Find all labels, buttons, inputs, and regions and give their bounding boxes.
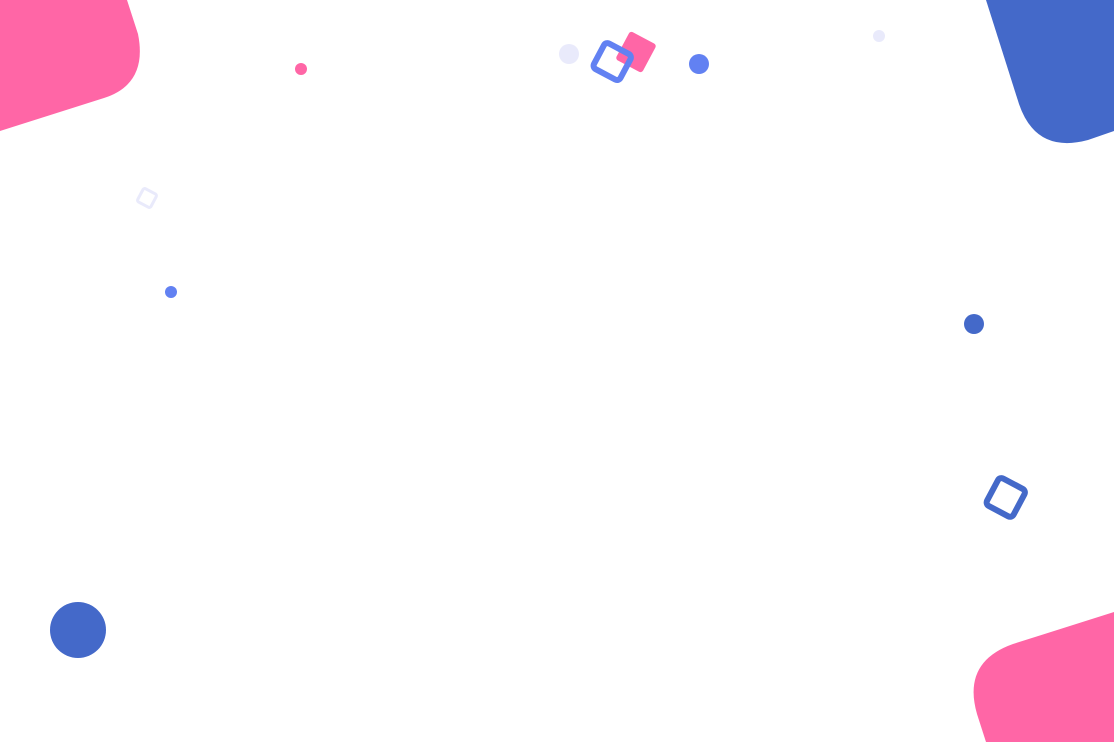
pink-corner-blob-bottom-right [973, 612, 1114, 742]
blue-square-outline-right [983, 475, 1028, 520]
blue-dot-small [165, 286, 177, 298]
blue-dot [689, 54, 709, 74]
blue-dot-right [964, 314, 984, 334]
lavender-dot [559, 44, 579, 64]
blue-circle-large [50, 602, 106, 658]
pink-corner-blob-top-left [0, 0, 140, 131]
lavender-square-outline [136, 187, 158, 209]
pink-dot-small [295, 63, 307, 75]
blue-square-outline-top [590, 40, 634, 83]
lavender-dot-small [873, 30, 885, 42]
blue-corner-blob-top-right [986, 0, 1114, 144]
